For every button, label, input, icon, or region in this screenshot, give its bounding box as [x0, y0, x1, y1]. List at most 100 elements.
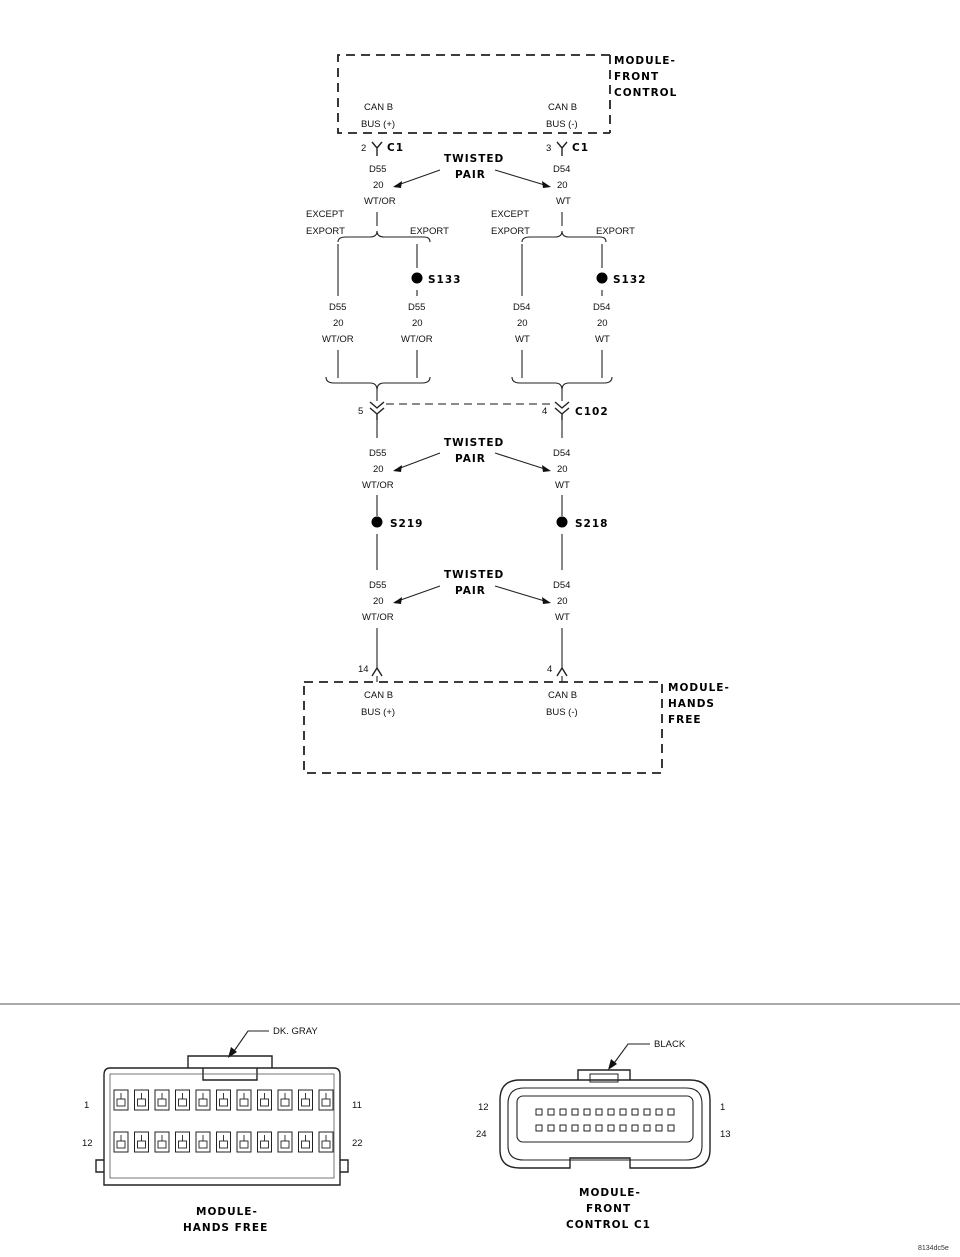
hf-view-pin-11: 11: [352, 1100, 362, 1111]
hf-pin-plus-1: CAN B: [364, 690, 393, 701]
wire-label-d54-export: D54 20 WT: [593, 302, 610, 345]
hf-pin-cavity: [216, 1131, 231, 1153]
fc-view-color: BLACK: [654, 1039, 686, 1050]
fc-pin-cavity: [631, 1108, 639, 1116]
fc-view-pin-1: 1: [720, 1102, 725, 1113]
hf-view-color: DK. GRAY: [273, 1026, 318, 1037]
splice-s133-dot: [411, 272, 423, 284]
branch-brace-left-top: [337, 230, 431, 243]
fc-pin-minus-1: CAN B: [548, 102, 577, 113]
splice-s132-label: S132: [613, 274, 646, 286]
fc-pin-cavity: [631, 1124, 639, 1132]
wire-label-d54-mid: D54 20 WT: [553, 448, 570, 491]
svg-text:EXCEPT: EXCEPT: [306, 209, 344, 220]
svg-text:D54: D54: [553, 580, 570, 591]
svg-text:WT: WT: [556, 196, 571, 207]
fc-pin-cavities: [535, 1108, 675, 1132]
wire-label-d55-except: D55 20 WT/OR: [322, 302, 354, 345]
fc-pin-cavity: [547, 1108, 555, 1116]
wire-label-d55-export: D55 20 WT/OR: [401, 302, 433, 345]
svg-text:20: 20: [557, 464, 568, 475]
hf-pin-cavity: [236, 1131, 252, 1153]
wire-label-d55-top: D55 20 WT/OR: [364, 164, 396, 207]
front-control-c1-connector-view: BLACK 12 1 24 13 MODULE- FRONT CONTROL C…: [476, 1039, 731, 1231]
wire-label-d54-except: D54 20 WT: [513, 302, 530, 345]
splice-s218-label: S218: [575, 518, 608, 530]
svg-text:TWISTED: TWISTED: [444, 437, 504, 449]
fc-pin-cavity: [535, 1124, 543, 1132]
hf-pin-cavity: [257, 1089, 272, 1111]
splice-s132-dot: [596, 272, 608, 284]
svg-text:D54: D54: [553, 448, 570, 459]
svg-text:WT/OR: WT/OR: [401, 334, 433, 345]
fc-pin-cavity: [619, 1124, 627, 1132]
fc-view-pin-12: 12: [478, 1102, 489, 1113]
branch-brace-right-top: [521, 230, 607, 243]
svg-text:PAIR: PAIR: [455, 585, 486, 597]
svg-text:D55: D55: [369, 448, 386, 459]
hf-pin-cavity: [216, 1089, 231, 1111]
hf-left-connector: 14: [358, 664, 383, 677]
hf-pin-cavity: [236, 1089, 252, 1111]
svg-text:20: 20: [373, 464, 384, 475]
export-right: EXPORT: [596, 226, 635, 237]
except-export-left: EXCEPT EXPORT: [306, 209, 345, 237]
hf-right-connector: 4: [547, 664, 568, 677]
twisted-pair-label-1: TWISTED PAIR: [444, 153, 504, 181]
fc-pin-plus-2: BUS (+): [361, 119, 395, 130]
hands-free-module-box: [303, 681, 663, 774]
svg-text:C1: C1: [387, 142, 404, 154]
figure-id: 8134dc5e: [918, 1245, 949, 1252]
svg-text:20: 20: [333, 318, 344, 329]
wire-label-d55-bottom: D55 20 WT/OR: [362, 580, 394, 623]
fc-pin-cavity: [595, 1124, 603, 1132]
svg-text:WT: WT: [555, 480, 570, 491]
hands-free-connector-view: DK. GRAY 1 11 12 22 MODULE- HANDS FREE: [82, 1026, 363, 1234]
fc-pin-cavity: [643, 1124, 651, 1132]
hf-pin-cavity: [298, 1131, 313, 1153]
fc-pin-cavity: [667, 1108, 675, 1116]
merge-brace-right: [511, 376, 613, 391]
fc-pin-plus-1: CAN B: [364, 102, 393, 113]
twisted-pair-arrow-right-1: [494, 169, 549, 187]
svg-text:WT/OR: WT/OR: [362, 480, 394, 491]
svg-text:D55: D55: [369, 164, 386, 175]
svg-text:5: 5: [358, 406, 363, 417]
svg-text:D54: D54: [513, 302, 530, 313]
hf-pin-minus-1: CAN B: [548, 690, 577, 701]
hf-pin-cavity: [298, 1089, 313, 1111]
c102-right-connector: 4 C102: [542, 401, 608, 420]
svg-text:TWISTED: TWISTED: [444, 153, 504, 165]
front-control-title-1: MODULE-: [614, 55, 676, 67]
fc-view-pin-24: 24: [476, 1129, 487, 1140]
hf-pin-cavity: [134, 1131, 149, 1153]
front-control-module-box: [337, 54, 610, 134]
fc-pin-cavity: [607, 1108, 615, 1116]
svg-text:2: 2: [361, 143, 366, 154]
svg-text:4: 4: [542, 406, 547, 417]
c1-left-connector: 2 C1: [361, 141, 404, 156]
twisted-pair-label-2: TWISTED PAIR: [444, 437, 504, 465]
hf-view-title-1: MODULE-: [196, 1206, 258, 1218]
hf-pin-cavity: [277, 1089, 293, 1111]
hf-pin-cavity: [154, 1089, 170, 1111]
fc-pin-cavity: [583, 1108, 591, 1116]
fc-pin-cavity: [595, 1108, 603, 1116]
svg-text:20: 20: [557, 180, 568, 191]
hf-pin-cavity: [134, 1089, 149, 1111]
svg-text:EXPORT: EXPORT: [306, 226, 345, 237]
svg-text:20: 20: [597, 318, 608, 329]
hf-pin-plus-2: BUS (+): [361, 707, 395, 718]
hf-pin-cavity: [195, 1089, 211, 1111]
export-left: EXPORT: [410, 226, 449, 237]
wire-label-d54-bottom: D54 20 WT: [553, 580, 570, 623]
fc-pin-cavity: [547, 1124, 555, 1132]
svg-text:EXPORT: EXPORT: [491, 226, 530, 237]
fc-pin-cavity: [655, 1108, 663, 1116]
fc-pin-cavity: [607, 1124, 615, 1132]
hf-pin-cavity: [318, 1089, 334, 1111]
svg-text:D54: D54: [593, 302, 610, 313]
hf-view-title-2: HANDS FREE: [183, 1222, 268, 1234]
hf-pin-cavity: [175, 1131, 190, 1153]
c102-left-connector: 5: [358, 401, 385, 420]
